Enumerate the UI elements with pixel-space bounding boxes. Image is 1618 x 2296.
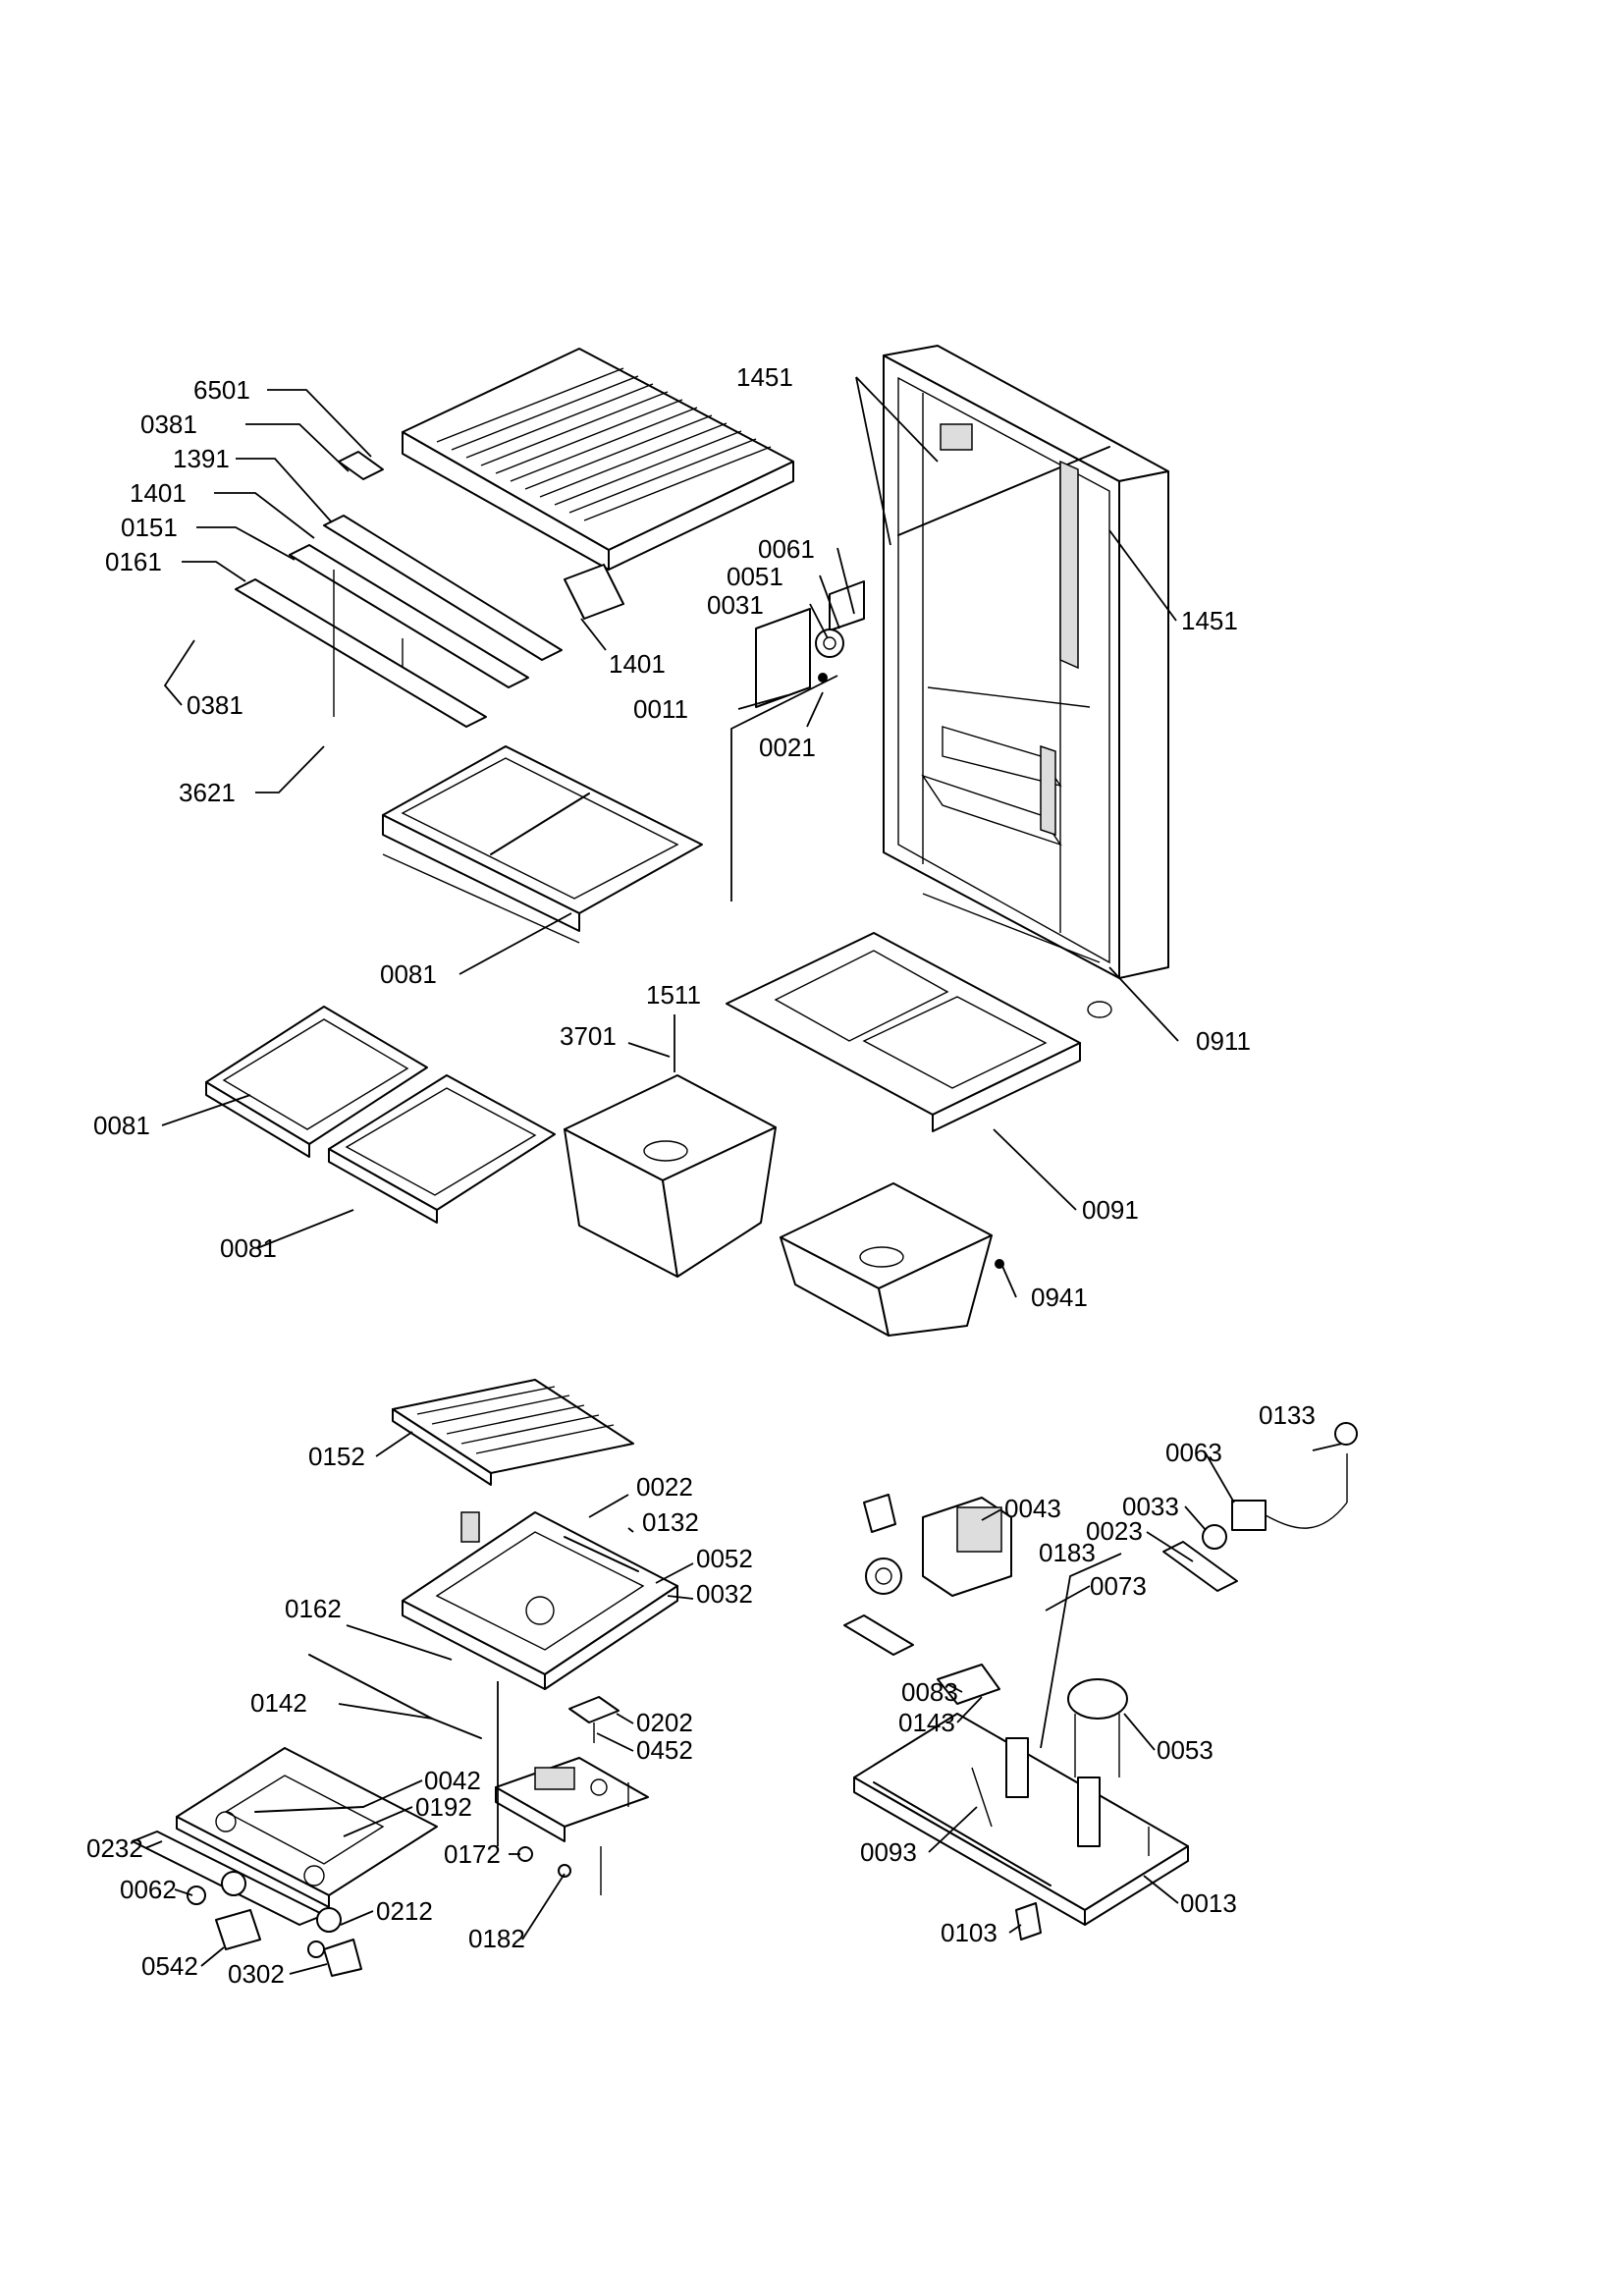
callout-0133: 0133 [1259, 1400, 1316, 1430]
relay-clips [843, 1541, 1238, 1705]
freezer-shelf [392, 1379, 634, 1486]
callout-0183: 0183 [1039, 1538, 1096, 1567]
callout-0052: 0052 [696, 1544, 753, 1573]
crisper-cover [726, 932, 1081, 1132]
callout-1391: 1391 [173, 444, 230, 473]
callout-0022: 0022 [636, 1472, 693, 1502]
callout-1451: 1451 [736, 362, 793, 392]
callout-0081: 0081 [380, 959, 437, 989]
callout-0142: 0142 [250, 1688, 307, 1718]
callout-0232: 0232 [86, 1833, 143, 1863]
trim-strips [235, 451, 624, 728]
evaporator-housing [402, 1511, 678, 1690]
callout-0081: 0081 [220, 1233, 277, 1263]
callout-0132: 0132 [642, 1507, 699, 1537]
callout-0032: 0032 [696, 1579, 753, 1609]
callout-0162: 0162 [285, 1594, 342, 1623]
callout-0452: 0452 [636, 1735, 693, 1765]
callout-0091: 0091 [1082, 1195, 1139, 1225]
lamp-socket [1015, 1902, 1042, 1941]
callout-0302: 0302 [228, 1959, 285, 1989]
callout-0033: 0033 [1122, 1492, 1179, 1521]
callout-0062: 0062 [120, 1875, 177, 1904]
callout-0013: 0013 [1180, 1888, 1237, 1918]
callout-0063: 0063 [1165, 1438, 1222, 1467]
machine-base [853, 1713, 1189, 1926]
callout-3701: 3701 [560, 1021, 617, 1051]
callout-0182: 0182 [468, 1924, 525, 1953]
defrost-timer [1067, 1678, 1128, 1777]
leader-lines [144, 376, 1343, 1975]
callout-0152: 0152 [308, 1442, 365, 1471]
callout-0053: 0053 [1157, 1735, 1214, 1765]
callout-0042: 0042 [424, 1766, 481, 1795]
callout-0212: 0212 [376, 1896, 433, 1926]
callout-0083: 0083 [901, 1677, 958, 1707]
callout-0043: 0043 [1004, 1494, 1061, 1523]
callout-0161: 0161 [105, 547, 162, 576]
callout-0941: 0941 [1031, 1283, 1088, 1312]
callout-1401: 1401 [609, 649, 666, 679]
part-callouts: 6501 0381 1391 1401 0151 0161 0381 3621 … [86, 362, 1316, 1989]
callout-0061: 0061 [758, 534, 815, 564]
shelf-upper [382, 745, 703, 944]
thermostat [1202, 1422, 1358, 1550]
callout-0202: 0202 [636, 1708, 693, 1737]
callout-0151: 0151 [121, 513, 178, 542]
callout-0381: 0381 [187, 690, 243, 720]
crisper-drawer-left [564, 1074, 777, 1278]
fan-motor-parts [187, 1871, 362, 1977]
callout-0192: 0192 [415, 1792, 472, 1822]
shelf-lower [328, 1074, 556, 1224]
defrost-bracket [568, 1696, 620, 1743]
callout-0911: 0911 [1196, 1026, 1251, 1056]
crisper-drawer-right [780, 1182, 1004, 1337]
callout-1401: 1401 [130, 478, 187, 508]
heater-rod [308, 1654, 482, 1739]
callout-0381: 0381 [140, 410, 197, 439]
callout-0542: 0542 [141, 1951, 198, 1981]
callout-0081: 0081 [93, 1111, 150, 1140]
callout-6501: 6501 [193, 375, 250, 405]
damper-bracket [755, 580, 865, 708]
callout-0103: 0103 [941, 1918, 998, 1947]
callout-0093: 0093 [860, 1837, 917, 1867]
callout-0051: 0051 [727, 562, 783, 591]
callout-0023: 0023 [1086, 1516, 1143, 1546]
refrigerator-cabinet [883, 345, 1169, 1018]
callout-1511: 1511 [646, 980, 701, 1010]
callout-3621: 3621 [179, 778, 236, 807]
callout-0011: 0011 [633, 694, 688, 724]
callout-0021: 0021 [759, 733, 816, 762]
callout-0172: 0172 [444, 1839, 501, 1869]
evaporator-fan [863, 1494, 1012, 1597]
cover-assembly-top [402, 348, 794, 571]
callout-1451: 1451 [1181, 606, 1238, 635]
callout-0073: 0073 [1090, 1571, 1147, 1601]
control-housing [495, 1681, 649, 1895]
callout-0143: 0143 [898, 1708, 955, 1737]
callout-0031: 0031 [707, 590, 764, 620]
